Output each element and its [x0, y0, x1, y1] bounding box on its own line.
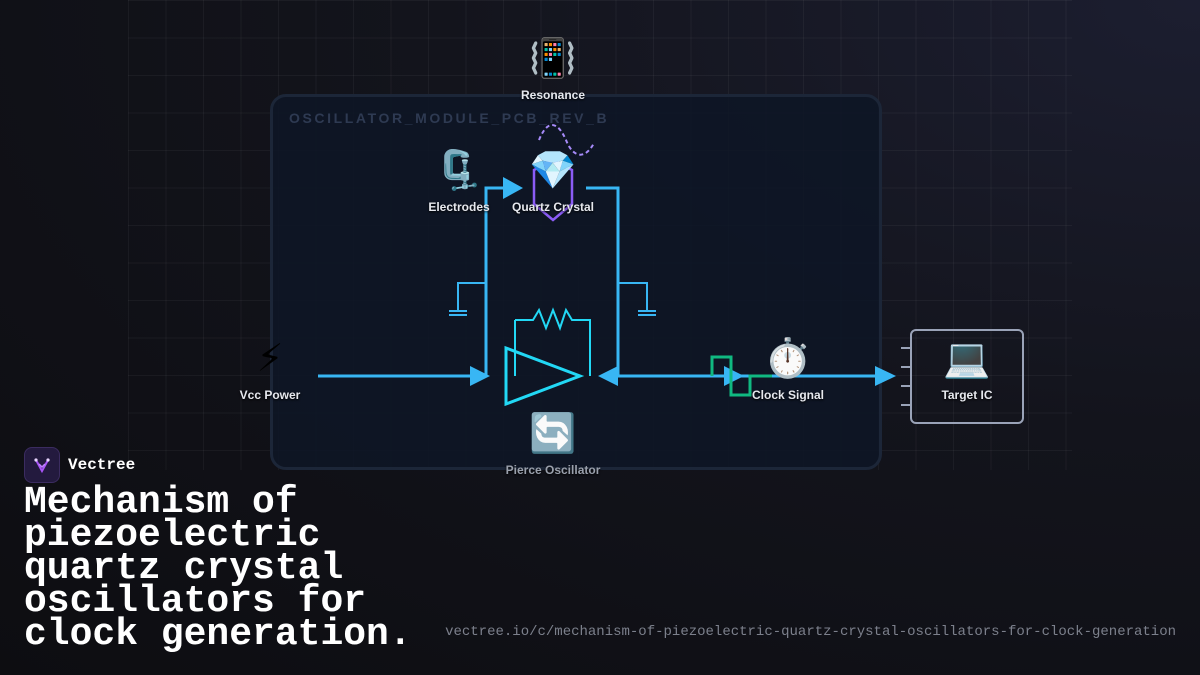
resonance-wave	[538, 124, 595, 156]
cycle-arrows-icon: 🔄	[529, 411, 577, 455]
pierce-oscillator-label: Pierce Oscillator	[505, 463, 601, 477]
resonance-label: Resonance	[520, 88, 586, 102]
clock-square-wave	[710, 355, 772, 397]
vibrating-phone-icon: 📳	[529, 36, 577, 80]
brand-name: Vectree	[68, 456, 136, 474]
laptop-icon: 💻	[943, 336, 991, 380]
load-capacitor-left-lead	[457, 282, 486, 310]
feedback-left-wire	[484, 186, 506, 376]
quartz-crystal-label: Quartz Crystal	[511, 200, 595, 214]
vcc-power-label: Vcc Power	[239, 388, 301, 402]
lightning-icon: ⚡	[256, 336, 284, 380]
vectree-logo-icon	[24, 447, 60, 483]
target-arrow	[875, 366, 896, 386]
clock-arrow	[724, 366, 744, 386]
target-ic-box	[910, 329, 1024, 424]
gem-icon: 💎	[529, 148, 577, 192]
resonance-node: 📳 Resonance	[513, 36, 593, 102]
vcc-arrow	[470, 366, 490, 386]
stopwatch-icon: ⏱️	[764, 336, 812, 380]
target-ic-label: Target IC	[941, 388, 993, 402]
pcb-module-board	[270, 94, 882, 470]
clamp-icon: 🗜️	[435, 148, 483, 192]
target-ic-node: 💻 Target IC	[922, 336, 1012, 402]
crystal-input-arrow	[503, 177, 523, 199]
quartz-crystal-node: 💎 Quartz Crystal	[503, 148, 603, 214]
crystal-outline	[532, 158, 574, 222]
target-ic-pin	[901, 347, 911, 349]
feedback-right-wire	[586, 186, 620, 376]
target-ic-pin	[901, 366, 911, 368]
pierce-oscillator-node: 🔄 Pierce Oscillator	[498, 411, 608, 477]
vcc-power-node: ⚡ Vcc Power	[230, 336, 310, 402]
brand: Vectree	[24, 447, 135, 483]
inverter-amplifier	[504, 345, 585, 407]
load-capacitor-right-lead	[618, 282, 648, 310]
page-url: vectree.io/c/mechanism-of-piezoelectric-…	[445, 624, 1176, 640]
electrodes-label: Electrodes	[428, 200, 490, 214]
electrodes-node: 🗜️ Electrodes	[419, 148, 499, 214]
target-ic-pin	[901, 404, 911, 406]
pcb-module-label: OSCILLATOR_MODULE_PCB_REV_B	[289, 110, 610, 126]
page-title: Mechanism of piezoelectric quartz crysta…	[24, 481, 412, 656]
target-ic-pin	[901, 385, 911, 387]
clock-signal-label: Clock Signal	[751, 388, 825, 402]
feedback-resistor	[515, 307, 591, 376]
clock-signal-node: ⏱️ Clock Signal	[743, 336, 833, 402]
feedback-arrow	[598, 366, 618, 386]
